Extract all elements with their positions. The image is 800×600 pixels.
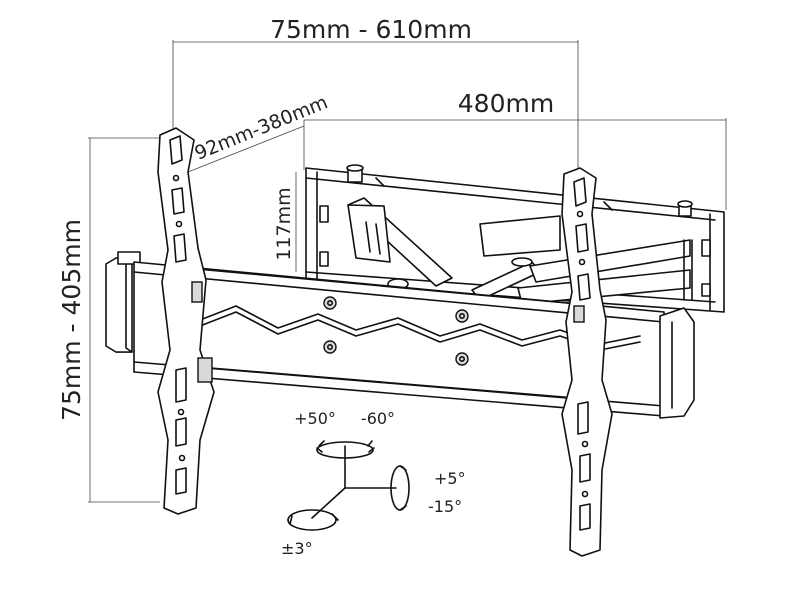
swivel-left-label: +50° bbox=[294, 409, 336, 428]
tv-bracket-back-left bbox=[105, 251, 141, 353]
level-label: ±3° bbox=[281, 539, 313, 558]
height-range-label: 75mm - 405mm bbox=[57, 219, 86, 421]
tv-arm-right bbox=[561, 167, 613, 557]
rotation-axes-icon bbox=[287, 440, 410, 531]
tilt-up-label: +5° bbox=[434, 469, 466, 488]
bolt-2 bbox=[455, 309, 469, 323]
width-range-label: 75mm - 610mm bbox=[270, 15, 472, 44]
plate-height-label: 117mm bbox=[273, 187, 295, 260]
bolt-4 bbox=[455, 352, 469, 366]
plate-width-label: 480mm bbox=[458, 89, 554, 118]
tilt-down-label: -15° bbox=[428, 497, 462, 516]
arm-extension-label: 92mm-380mm bbox=[192, 91, 331, 164]
tv-bracket-back-right bbox=[659, 307, 695, 419]
swivel-right-label: -60° bbox=[361, 409, 395, 428]
bolt-3 bbox=[323, 340, 337, 354]
dimension-lines bbox=[88, 40, 727, 503]
bolt-1 bbox=[323, 296, 337, 310]
tv-arm-left bbox=[157, 127, 215, 515]
